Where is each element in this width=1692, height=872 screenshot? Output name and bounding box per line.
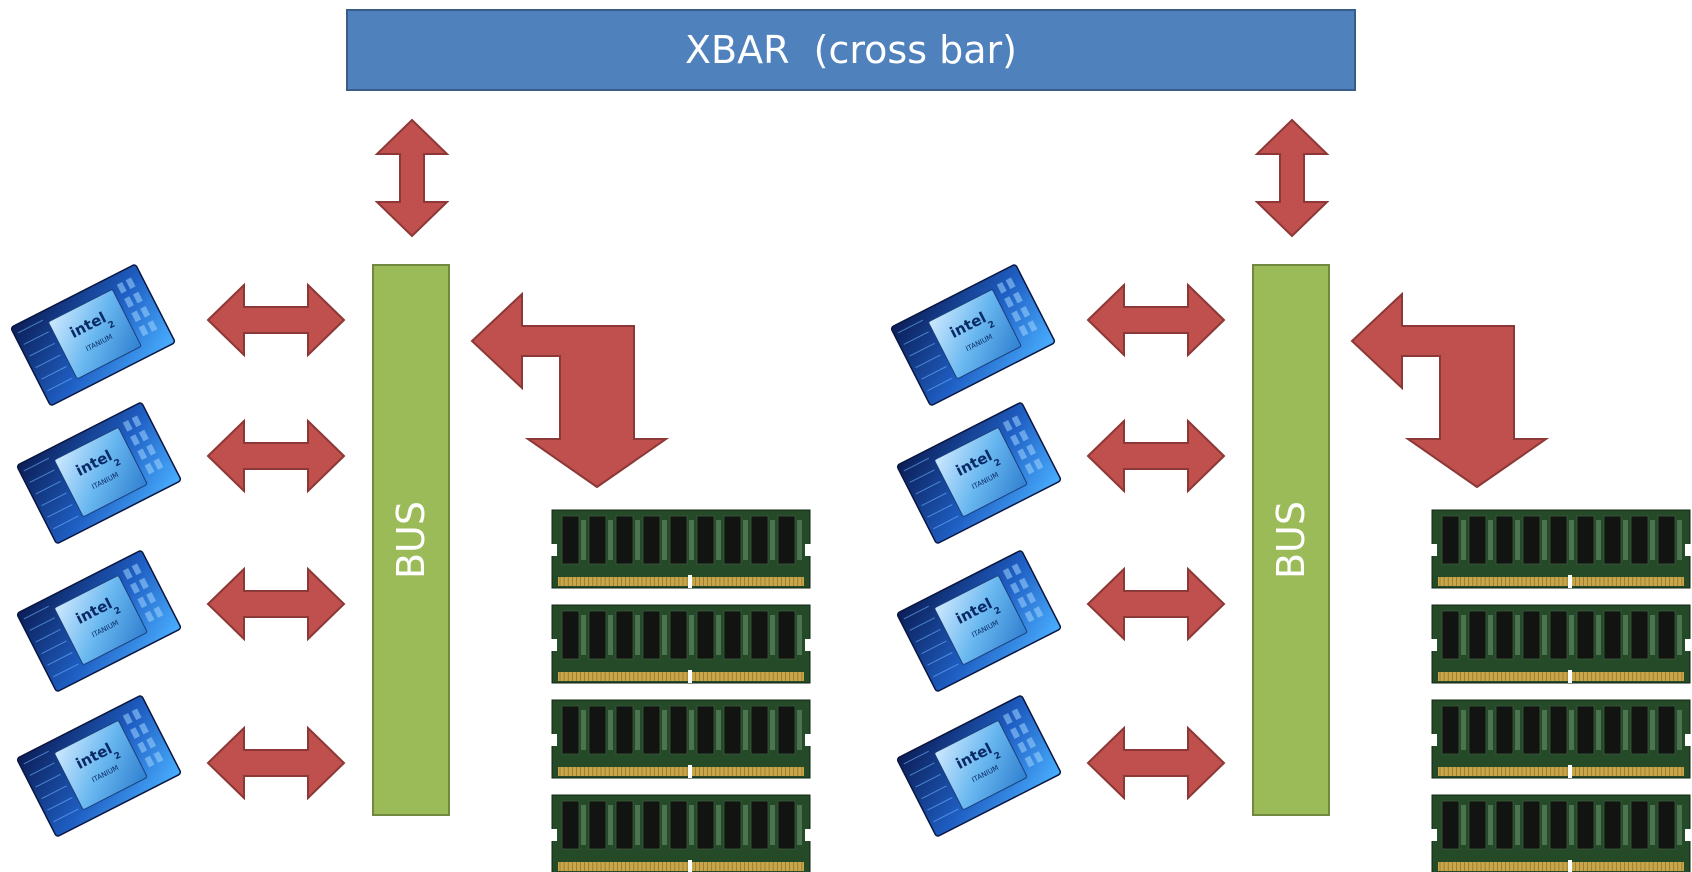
chip-generation-text: 2	[113, 606, 123, 618]
memory-module	[1431, 699, 1691, 779]
bus-right: BUS	[1252, 264, 1330, 816]
chip-generation-text: 2	[993, 751, 1003, 763]
memory-module	[551, 509, 811, 589]
memory-module	[1431, 509, 1691, 589]
memory-module	[551, 794, 811, 872]
chip-generation-text: 2	[987, 320, 997, 332]
chip-generation-text: 2	[113, 751, 123, 763]
xbar-label: XBAR (cross bar)	[685, 28, 1017, 72]
xbar-box: XBAR (cross bar)	[346, 9, 1356, 91]
chip-generation-text: 2	[993, 606, 1003, 618]
chip-generation-text: 2	[993, 458, 1003, 470]
bus-left: BUS	[372, 264, 450, 816]
memory-module	[1431, 794, 1691, 872]
memory-module	[1431, 604, 1691, 684]
memory-module	[551, 699, 811, 779]
chip-generation-text: 2	[107, 320, 117, 332]
chip-generation-text: 2	[113, 458, 123, 470]
memory-module	[551, 604, 811, 684]
